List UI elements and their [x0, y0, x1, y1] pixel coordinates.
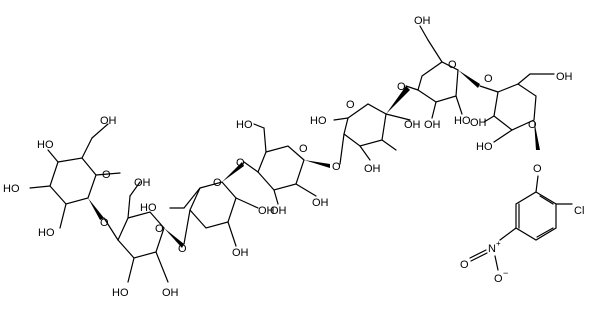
atom-label: O [155, 223, 164, 235]
atom-label: OH [424, 119, 441, 131]
atom-label: HO [454, 115, 471, 127]
atom-label: OH [312, 197, 329, 209]
atom-label: HO [140, 202, 157, 214]
atom-label: O [213, 177, 222, 189]
charge-label: − [503, 268, 508, 278]
atom-label: O [178, 243, 187, 255]
atom-label: O [460, 259, 469, 271]
atom-label: OH [258, 205, 275, 217]
atom-label: O [528, 119, 537, 131]
atom-label: HO [476, 141, 493, 153]
atom-label: OH [404, 119, 421, 131]
glucose-ring-5 [333, 86, 411, 165]
atom-label: OH [270, 205, 287, 217]
atom-label: OH [556, 71, 573, 83]
atom-label: HO [37, 139, 54, 151]
atom-label: O [236, 157, 245, 169]
atom-label: OH [162, 287, 179, 299]
atom-label: Cl [574, 205, 584, 217]
atom-label: O [346, 99, 355, 111]
glucose-ring-2 [103, 181, 184, 283]
glucose-ring-6 [405, 25, 480, 119]
atom-label: O [448, 59, 457, 71]
atom-label: O [484, 73, 493, 85]
glucose-ring-3 [169, 162, 259, 247]
atom-label: HO [112, 287, 129, 299]
atom-label: N [488, 243, 496, 255]
atom-label: OH [414, 15, 431, 27]
glucose-ring-7 [479, 73, 555, 150]
glucose-ring-1 [29, 123, 121, 229]
atom-label: OH [134, 177, 151, 189]
atom-label: O [299, 143, 308, 155]
atom-label: O [332, 161, 341, 173]
charge-label: + [496, 239, 501, 248]
atom-label: HO [310, 115, 327, 127]
atom-label: O [494, 273, 503, 285]
atom-label: O [397, 81, 406, 93]
atom-label: HO [236, 119, 253, 131]
atom-label: OH [100, 115, 117, 127]
chloronitrophenyl-ring: O [499, 163, 573, 241]
atom-label: O [102, 169, 111, 181]
atom-label: HO [38, 227, 55, 239]
atom-label: O [100, 217, 109, 229]
atom-label: HO [3, 183, 20, 195]
atom-label: OH [470, 117, 487, 129]
atom-label: O [533, 163, 542, 175]
atom-label: OH [364, 163, 381, 175]
atom-label: OH [232, 247, 249, 259]
glucose-ring-4 [243, 123, 330, 205]
